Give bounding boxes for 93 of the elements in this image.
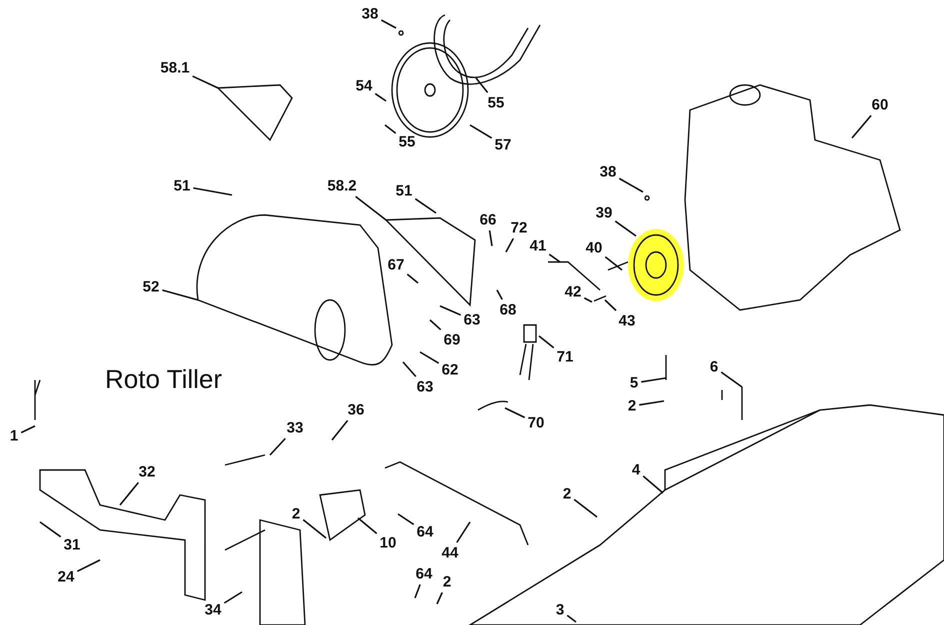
callout-number: 2 <box>292 506 300 522</box>
leader-line <box>269 438 286 456</box>
leader-line <box>192 75 218 89</box>
callout-number: 36 <box>348 402 364 418</box>
leader-line <box>642 476 664 494</box>
callout-number: 2 <box>628 398 636 414</box>
callout-number: 34 <box>204 602 222 618</box>
leader-line <box>224 591 242 604</box>
callout-number: 44 <box>442 546 458 560</box>
leader-line <box>639 400 664 406</box>
callout-number: 64 <box>416 566 432 582</box>
leader-line <box>436 592 443 604</box>
callout-number: 63 <box>416 380 434 394</box>
callout-number: 38 <box>362 6 378 22</box>
leader-line <box>331 420 348 440</box>
leader-line <box>406 274 418 284</box>
leader-line <box>574 498 598 518</box>
leader-line <box>380 19 396 29</box>
leader-line <box>538 335 554 348</box>
callout-number: 60 <box>872 98 888 112</box>
leader-line <box>504 407 526 418</box>
callout-number: 57 <box>494 138 512 152</box>
leader-line <box>355 196 386 221</box>
callout-number: 38 <box>600 164 616 180</box>
callout-number: 52 <box>142 280 160 294</box>
callout-number: 64 <box>416 524 434 540</box>
callout-number: 55 <box>398 134 416 150</box>
callout-number: 31 <box>64 538 80 552</box>
leader-line <box>414 584 421 598</box>
leader-line <box>420 351 440 364</box>
leader-line <box>374 93 386 102</box>
leader-line <box>720 371 742 388</box>
leader-line <box>584 297 592 303</box>
callout-number: 39 <box>596 206 612 220</box>
leader-line <box>162 289 198 301</box>
callout-number: 43 <box>618 314 636 328</box>
callout-number: 3 <box>556 602 564 618</box>
callout-number: 5 <box>630 376 638 390</box>
leader-line <box>429 319 442 330</box>
callout-number: 69 <box>444 332 460 348</box>
callout-number: 66 <box>480 212 496 228</box>
diagram-title-label: Roto Tiller <box>105 364 222 395</box>
callout-number: 1 <box>10 428 18 444</box>
leader-line <box>76 559 100 572</box>
callout-number: 62 <box>442 362 458 378</box>
leader-line <box>505 238 514 252</box>
callout-number: 67 <box>388 258 404 272</box>
leader-line <box>488 230 493 246</box>
callout-number: 42 <box>564 284 582 300</box>
leader-line <box>618 178 644 193</box>
callout-number: 58.1 <box>160 60 190 76</box>
callout-number: 55 <box>488 96 504 110</box>
leader-line <box>851 114 872 139</box>
leader-line <box>40 521 62 538</box>
leader-line <box>566 614 576 623</box>
callout-number: 4 <box>632 462 640 478</box>
callout-number: 41 <box>530 238 546 254</box>
leader-line <box>456 522 471 543</box>
callout-number: 10 <box>380 536 396 550</box>
leader-line <box>384 124 396 134</box>
callout-number: 32 <box>138 464 156 480</box>
leader-line <box>119 482 140 506</box>
callout-number: 63 <box>464 312 480 328</box>
leader-line <box>641 377 666 383</box>
callout-number: 2 <box>442 574 452 590</box>
callout-number: 51 <box>396 184 412 198</box>
callout-number: 72 <box>510 220 528 236</box>
callout-number: 51 <box>174 178 190 194</box>
leader-line <box>604 256 622 271</box>
leader-line <box>470 124 492 139</box>
leader-line <box>414 198 436 214</box>
leader-line <box>614 220 636 237</box>
callout-number: 54 <box>356 78 372 94</box>
callout-number: 33 <box>286 420 304 436</box>
leader-line <box>398 513 414 526</box>
leader-line <box>475 78 488 93</box>
callout-number: 40 <box>586 240 602 256</box>
leader-line <box>358 517 378 534</box>
leader-line <box>20 425 36 434</box>
callout-number: 70 <box>528 416 544 430</box>
leader-line <box>440 305 462 316</box>
leader-line <box>604 299 617 312</box>
callout-number: 24 <box>58 570 74 584</box>
leader-line <box>402 361 416 378</box>
leader-line <box>193 187 232 196</box>
callout-number: 6 <box>710 360 718 374</box>
leader-line <box>302 519 326 539</box>
callout-number: 68 <box>500 302 516 318</box>
callout-number: 58.2 <box>327 178 357 194</box>
leader-line <box>496 290 503 300</box>
leader-line <box>548 254 560 263</box>
callout-number: 2 <box>562 486 572 502</box>
callout-number: 71 <box>556 350 574 364</box>
